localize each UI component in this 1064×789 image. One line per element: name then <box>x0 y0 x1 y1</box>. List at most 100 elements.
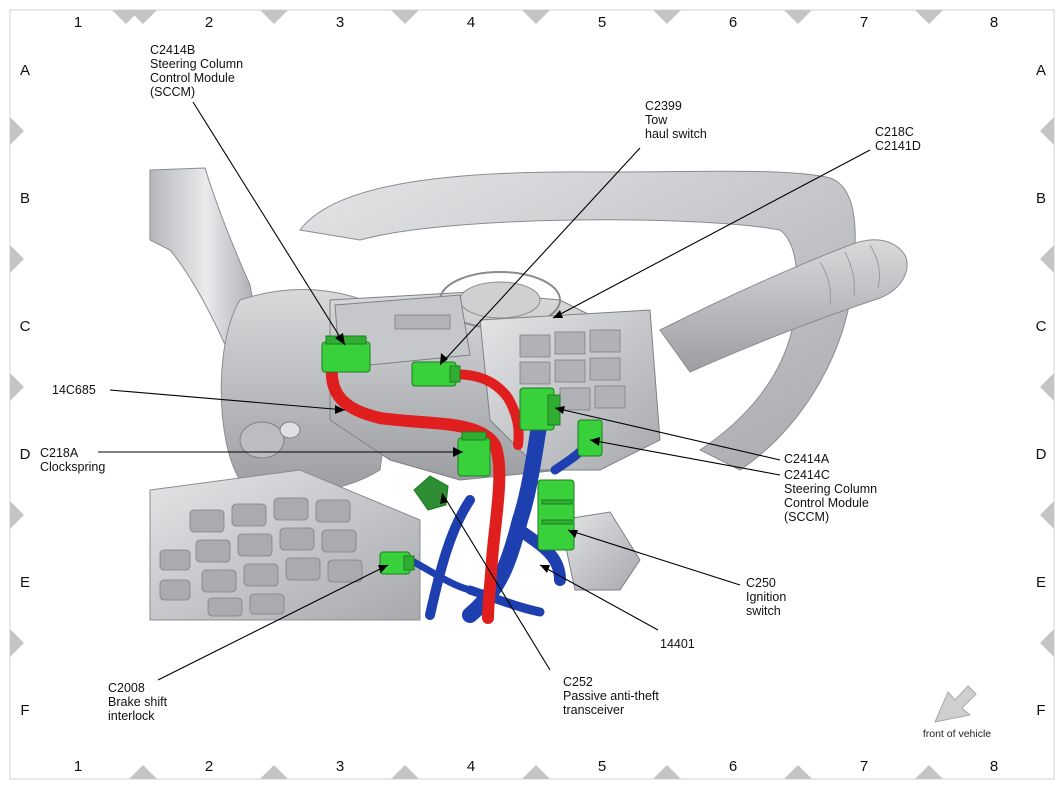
border-marker <box>391 765 419 779</box>
col-label: 3 <box>336 758 344 775</box>
callout-line: Steering Column <box>150 57 243 71</box>
border-marker <box>1040 117 1054 145</box>
front-of-vehicle-label: front of vehicle <box>923 728 991 740</box>
border-marker <box>10 501 24 529</box>
callout-c2414b: C2414B Steering Column Control Module (S… <box>150 43 243 99</box>
callout-14401: 14401 <box>660 637 695 651</box>
steering-wheel <box>299 170 856 471</box>
row-label: D <box>1036 446 1047 463</box>
callout-c218a: C218A Clockspring <box>40 446 105 474</box>
border-marker <box>10 373 24 401</box>
row-labels-left: A B C D E F <box>20 62 31 719</box>
col-label: 1 <box>74 14 82 31</box>
row-label: B <box>20 190 30 207</box>
row-label: F <box>20 702 29 719</box>
border-marker <box>653 10 681 24</box>
callout-c2414c: C2414C Steering Column Control Module (S… <box>784 468 877 524</box>
callout-line: Clockspring <box>40 460 105 474</box>
callout-line: Ignition <box>746 590 786 604</box>
border-marker <box>10 629 24 657</box>
column-labels-top: 1 2 3 4 5 6 7 8 <box>74 14 998 31</box>
connector-c2008 <box>379 551 415 575</box>
border-marker <box>915 10 943 24</box>
lock-cylinder <box>239 421 285 459</box>
row-label: A <box>1036 62 1046 79</box>
border-marker <box>653 765 681 779</box>
row-label: E <box>20 574 30 591</box>
callout-line: C252 <box>563 675 593 689</box>
border-marker <box>522 765 550 779</box>
border-marker <box>391 10 419 24</box>
col-label: 3 <box>336 14 344 31</box>
callout-line: interlock <box>108 709 155 723</box>
callout-line: C2414B <box>150 43 195 57</box>
border-marker <box>915 765 943 779</box>
callout-line: Brake shift <box>108 695 168 709</box>
col-label: 6 <box>729 14 737 31</box>
col-label: 7 <box>860 758 868 775</box>
callout-c218c: C218C C2141D <box>875 125 921 153</box>
border-marker <box>129 765 157 779</box>
callout-line: Control Module <box>784 496 869 510</box>
callout-line: C2008 <box>108 681 145 695</box>
callout-14c685: 14C685 <box>52 383 96 397</box>
callout-line: Passive anti-theft <box>563 689 659 703</box>
connector-c2414a <box>519 387 561 431</box>
row-label: E <box>1036 574 1046 591</box>
callout-line: (SCCM) <box>784 510 829 524</box>
callout-c2008: C2008 Brake shift interlock <box>108 681 168 723</box>
col-label: 7 <box>860 14 868 31</box>
row-label: A <box>20 62 30 79</box>
connectors <box>321 335 603 575</box>
callout-line: C2141D <box>875 139 921 153</box>
callout-line: Control Module <box>150 71 235 85</box>
callout-c252: C252 Passive anti-theft transceiver <box>563 675 659 717</box>
border-marker <box>10 117 24 145</box>
border-marker <box>112 10 140 24</box>
col-label: 4 <box>467 758 475 775</box>
row-labels-right: A B C D E F <box>1036 62 1047 719</box>
border-marker <box>10 245 24 273</box>
callout-line: transceiver <box>563 703 624 717</box>
border-marker <box>260 765 288 779</box>
callout-c2414a: C2414A <box>784 452 830 466</box>
callout-line: C2414A <box>784 452 830 466</box>
callout-line: C218A <box>40 446 79 460</box>
connector-c2399 <box>411 361 461 387</box>
border-marker <box>1040 373 1054 401</box>
border-marker <box>784 10 812 24</box>
leader-lines <box>98 101 871 681</box>
col-label: 5 <box>598 758 606 775</box>
col-label: 2 <box>205 758 213 775</box>
border-marker <box>522 10 550 24</box>
callout-line: C2399 <box>645 99 682 113</box>
connector-c250 <box>537 479 575 551</box>
callout-line: 14C685 <box>52 383 96 397</box>
connector-c252 <box>413 475 449 511</box>
callout-line: Tow <box>645 113 668 127</box>
row-label: D <box>20 446 31 463</box>
leader-arrowheads <box>335 310 600 573</box>
col-label: 2 <box>205 14 213 31</box>
steering-column-illustration <box>149 167 908 624</box>
callout-line: switch <box>746 604 781 618</box>
front-arrow-icon <box>934 685 977 723</box>
border-marker <box>784 765 812 779</box>
callout-line: haul switch <box>645 127 707 141</box>
col-label: 5 <box>598 14 606 31</box>
callout-c2399: C2399 Tow haul switch <box>645 99 707 141</box>
wiper-stalk <box>659 239 908 373</box>
connector-c2414b <box>321 335 371 373</box>
lower-cover-ribs <box>159 497 363 617</box>
border-marker <box>1040 245 1054 273</box>
callout-line: 14401 <box>660 637 695 651</box>
connector-c2414c <box>577 419 603 457</box>
callout-line: C250 <box>746 576 776 590</box>
callout-c250: C250 Ignition switch <box>746 576 786 618</box>
column-labels-bottom: 1 2 3 4 5 6 7 8 <box>74 758 998 775</box>
row-label: F <box>1036 702 1045 719</box>
callout-line: Steering Column <box>784 482 877 496</box>
border-marker <box>1040 501 1054 529</box>
ignition-switch-bracket <box>559 511 641 591</box>
